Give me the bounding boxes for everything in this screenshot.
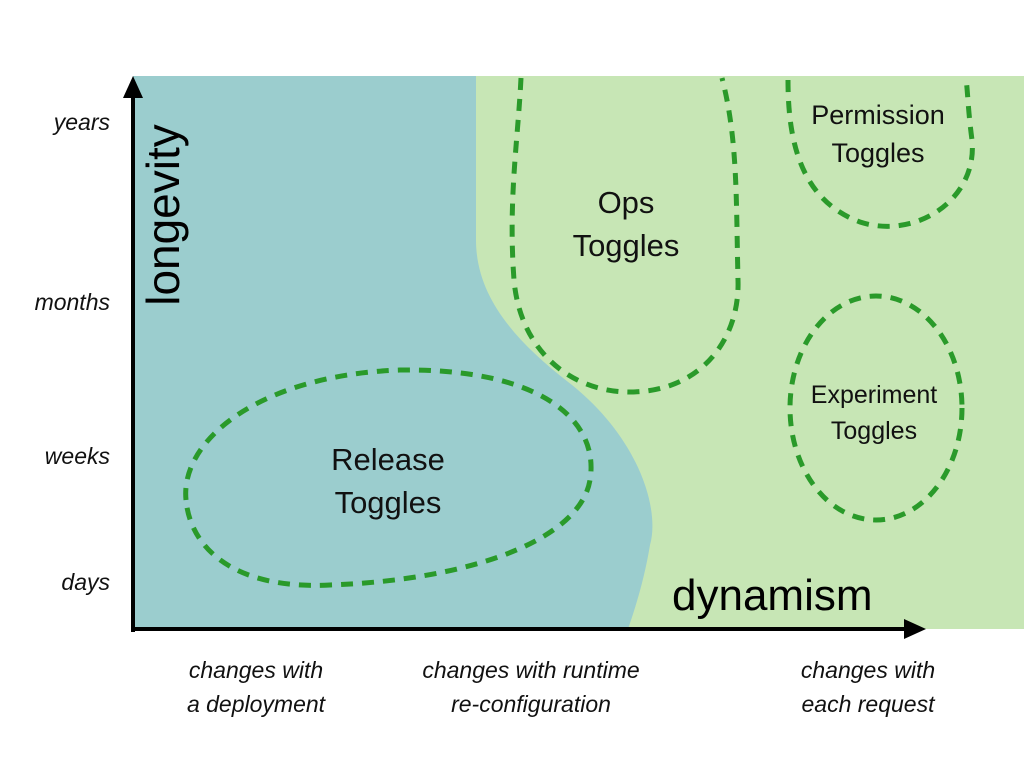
permission-toggles-line1: Permission <box>811 100 945 130</box>
x-tick-request-line1: changes with <box>800 657 936 683</box>
y-tick-weeks: weeks <box>44 443 110 469</box>
experiment-toggles-line1: Experiment <box>810 381 938 409</box>
y-axis-arrowhead <box>123 76 143 98</box>
experiment-toggles-outline <box>787 293 965 523</box>
y-tick-days: days <box>61 569 110 595</box>
ops-toggles-label: Ops Toggles <box>526 181 726 267</box>
x-tick-runtime-line1: changes with runtime <box>422 657 640 683</box>
x-tick-request: changes with each request <box>758 653 978 721</box>
release-toggles-label: Release Toggles <box>288 438 488 524</box>
experiment-toggles-line2: Toggles <box>830 417 918 445</box>
y-tick-years: years <box>53 109 110 135</box>
static-zone-background <box>133 76 653 629</box>
permission-toggles-line2: Toggles <box>831 138 925 168</box>
ops-toggles-line2: Toggles <box>572 228 680 263</box>
x-tick-runtime: changes with runtime re-configuration <box>386 653 676 721</box>
permission-toggles-outline <box>785 77 975 229</box>
y-axis-title: longevity <box>137 124 189 306</box>
x-axis-title: dynamism <box>672 571 873 620</box>
release-toggles-line2: Toggles <box>334 485 442 520</box>
ops-toggles-line1: Ops <box>597 185 655 220</box>
release-toggles-outline <box>183 367 594 588</box>
x-tick-request-line2: each request <box>801 691 935 717</box>
release-toggles-line1: Release <box>331 442 445 477</box>
y-tick-months: months <box>34 289 110 315</box>
x-axis-arrowhead <box>904 619 926 639</box>
permission-toggles-label: Permission Toggles <box>778 96 978 172</box>
experiment-toggles-label: Experiment Toggles <box>774 377 974 449</box>
x-tick-deployment-line1: changes with <box>188 657 324 683</box>
x-tick-runtime-line2: re-configuration <box>451 691 611 717</box>
x-tick-deployment-line2: a deployment <box>186 691 326 717</box>
ops-toggles-outline <box>509 77 741 395</box>
x-tick-deployment: changes with a deployment <box>146 653 366 721</box>
